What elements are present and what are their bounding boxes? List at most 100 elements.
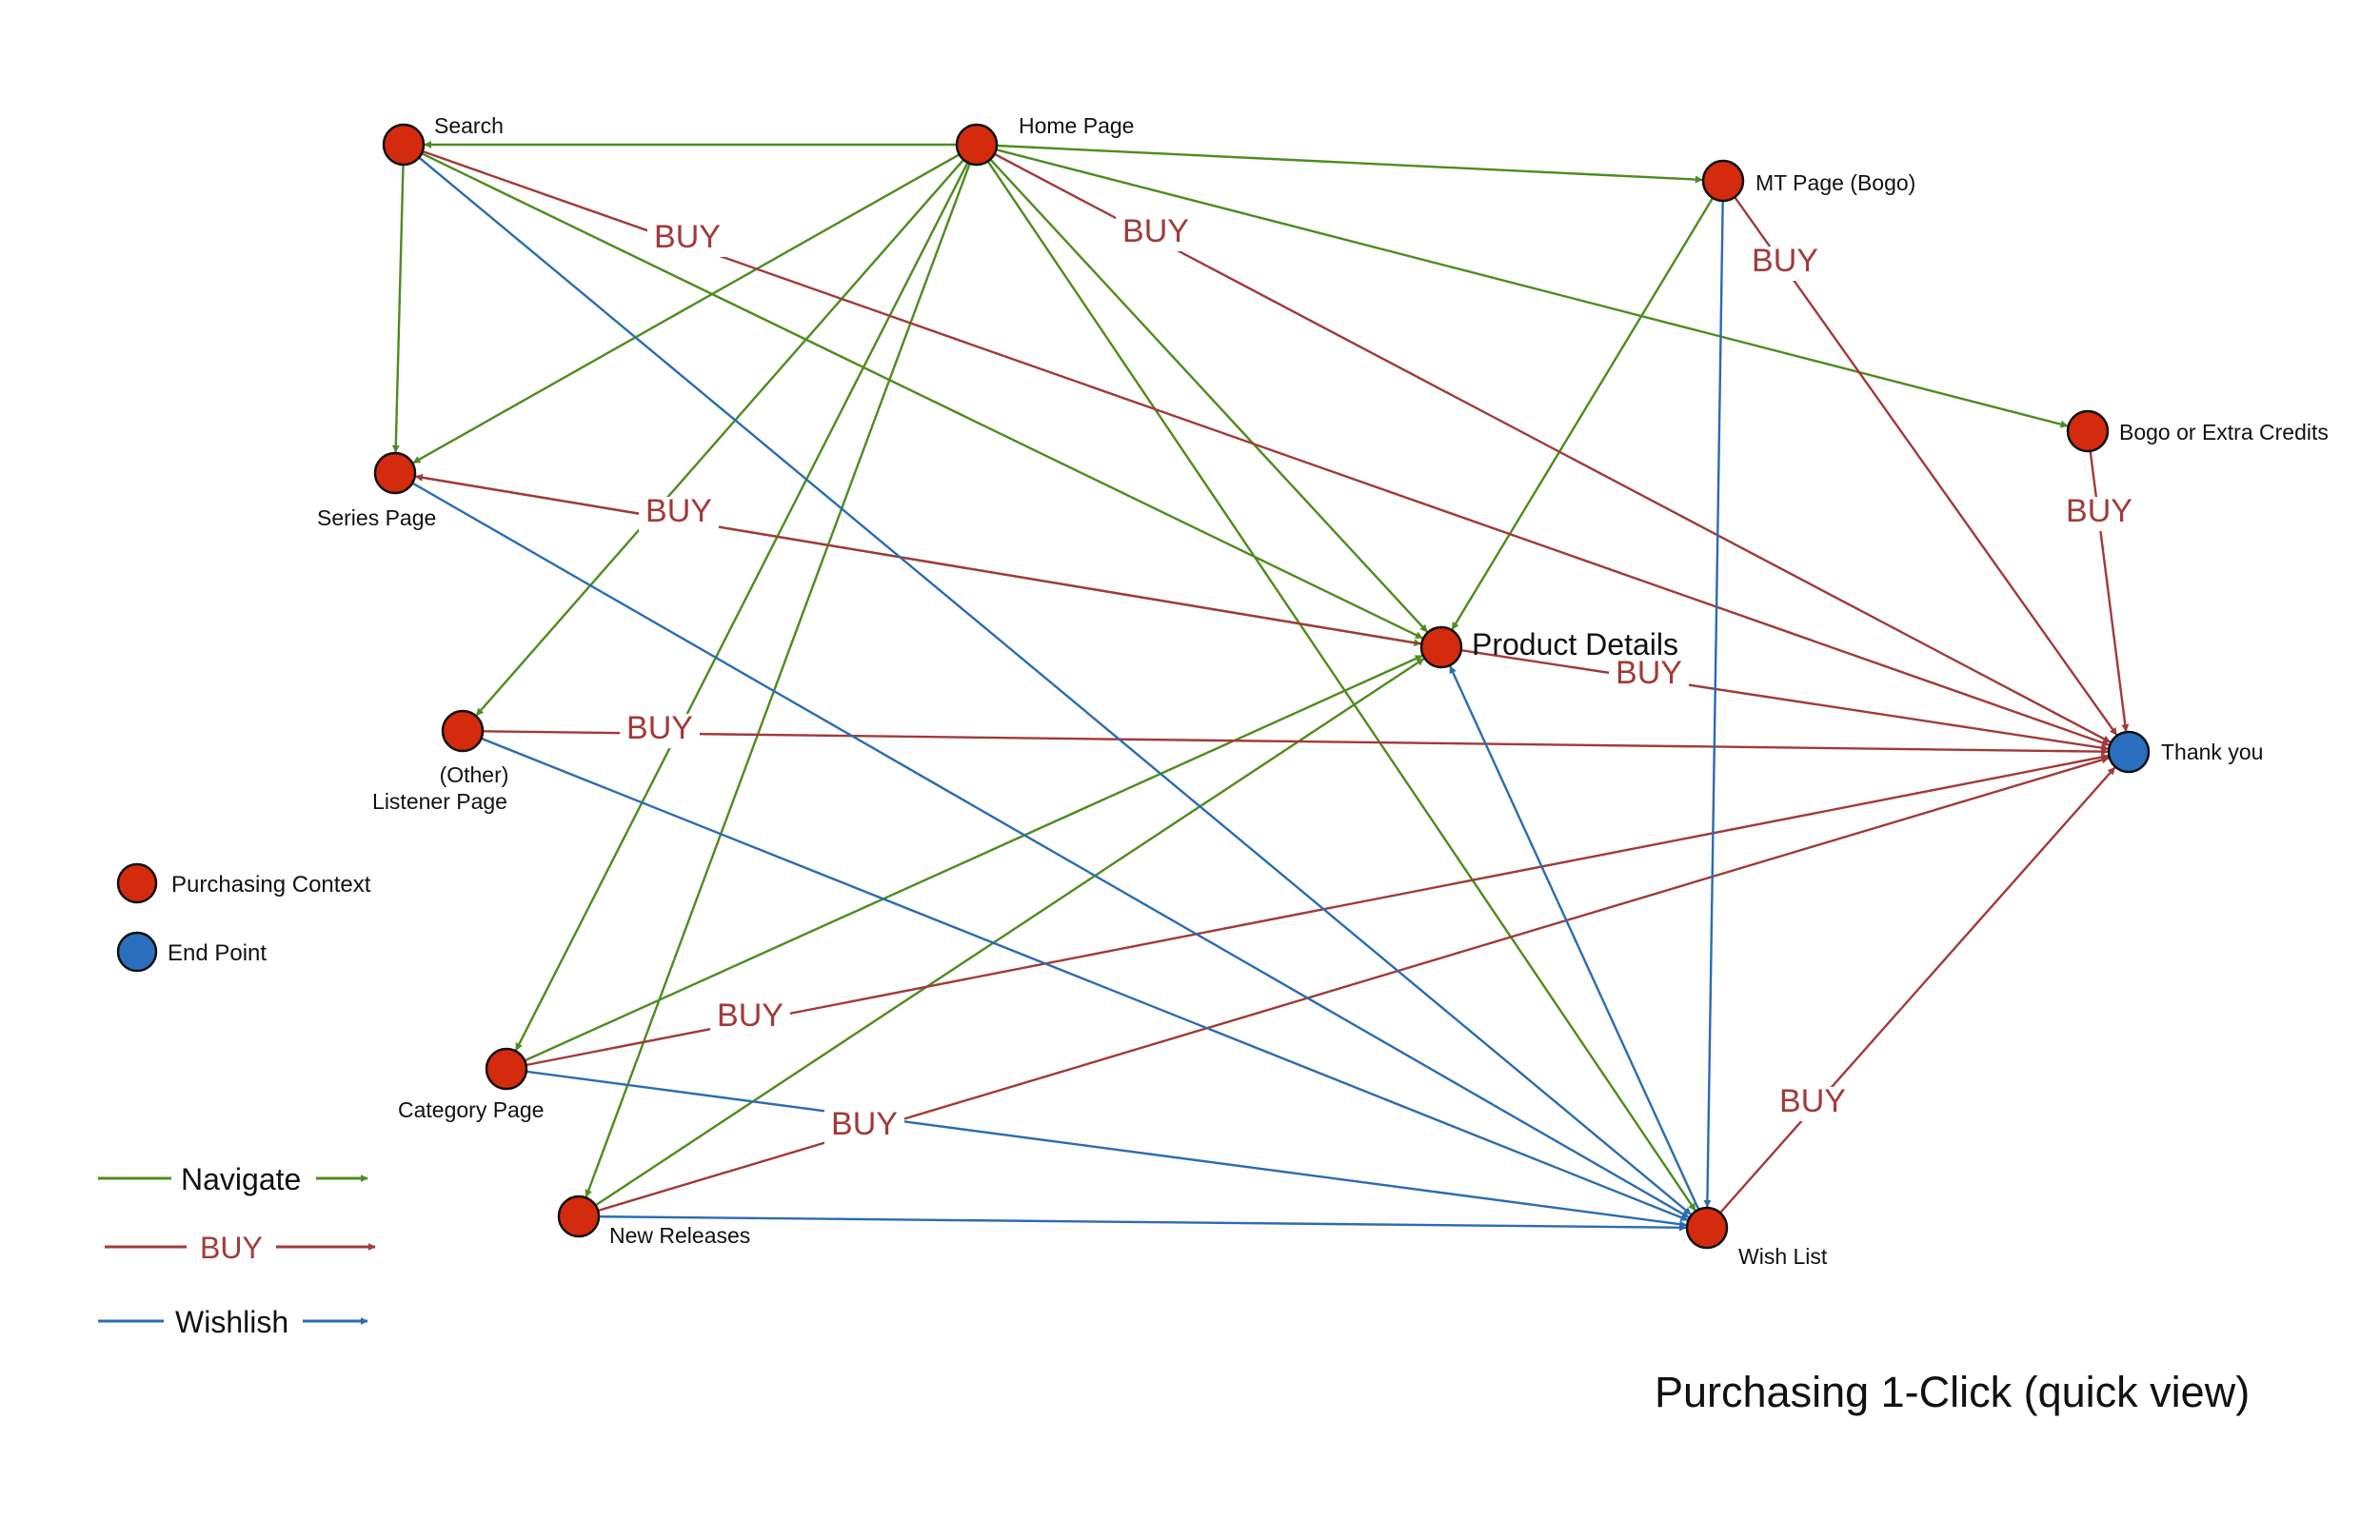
- buy-label-product-to-series: BUY: [639, 493, 719, 531]
- buy-labels-layer: BUY BUY BUY BUY BUY BUY BUY BUY BUY BUY: [620, 213, 2139, 1144]
- category-page-node-label: Category Page: [398, 1097, 544, 1122]
- product-details-node-label: Product Details: [1472, 627, 1678, 661]
- buy-label-home-to-thankyou: BUY: [1116, 213, 1196, 251]
- legend-navigate-label: Navigate: [181, 1162, 301, 1196]
- buy-label-background: [1609, 659, 1689, 693]
- legend-end-point-swatch: [116, 931, 158, 973]
- buy-label-background: [647, 223, 727, 257]
- product-details-node-circle: [1419, 625, 1463, 669]
- buy-label-bogo-to-thankyou: BUY: [2059, 493, 2139, 531]
- buy-label-text: BUY: [717, 997, 783, 1034]
- mt-page-node: MT Page (Bogo): [1701, 159, 1915, 203]
- navigate-edge-mt-to-product: [1451, 197, 1715, 630]
- navigate-edge-newrel-to-product: [594, 658, 1425, 1207]
- listener-page-node-label: (Other): [440, 762, 509, 787]
- nodes-layer: Search Home Page MT Page (Bogo) Bogo or Ext…: [317, 113, 2329, 1269]
- buy-label-background: [1116, 217, 1196, 251]
- buy-label-product-to-thankyou: BUY: [1609, 655, 1689, 693]
- listener-page-node-circle: [441, 709, 485, 753]
- search-node: Search: [382, 113, 504, 167]
- bogo-extra-credits-node: Bogo or Extra Credits: [2066, 409, 2329, 453]
- listener-page-node-label: Listener Page: [372, 789, 507, 814]
- navigate-edge-home-to-wish: [986, 160, 1696, 1212]
- buy-label-text: BUY: [831, 1106, 898, 1142]
- wishlist-edge-wish-to-product: [1449, 665, 1700, 1211]
- listener-page-node: (Other)Listener Page: [372, 709, 509, 814]
- buy-label-background: [1773, 1087, 1853, 1121]
- mt-page-node-label: MT Page (Bogo): [1755, 170, 1915, 195]
- wishlist-edge-category-to-wish: [526, 1070, 1687, 1229]
- navigate-edge-home-to-listener: [475, 159, 965, 717]
- home-page-node-label: Home Page: [1019, 113, 1134, 138]
- buy-label-search-to-thankyou: BUY: [647, 219, 727, 257]
- navigate-edge-search-to-product: [421, 152, 1423, 640]
- thank-you-node-circle: [2107, 730, 2151, 774]
- buy-label-mt-to-thankyou: BUY: [1745, 243, 1825, 281]
- navigate-edge-home-to-category: [514, 162, 969, 1052]
- buy-label-background: [620, 714, 700, 748]
- search-node-label: Search: [434, 113, 504, 138]
- buy-label-text: BUY: [2066, 493, 2132, 529]
- buy-label-text: BUY: [1122, 213, 1189, 249]
- legend-buy-label: BUY: [200, 1231, 263, 1265]
- thank-you-node: Thank you: [2107, 730, 2263, 774]
- buy-label-newrel-to-thankyou: BUY: [824, 1106, 904, 1144]
- series-page-node: Series Page: [317, 451, 436, 530]
- navigate-edge-home-to-bogo: [996, 148, 2069, 428]
- navigate-edge-home-to-mt: [996, 144, 1703, 184]
- buy-label-background: [639, 497, 719, 531]
- buy-label-text: BUY: [626, 710, 693, 746]
- product-details-node: Product Details: [1419, 625, 1678, 669]
- buy-label-listener-to-thankyou: BUY: [620, 710, 700, 748]
- buy-label-wish-to-thankyou: BUY: [1773, 1083, 1853, 1121]
- wishlist-edge-series-to-wish: [411, 482, 1690, 1219]
- buy-label-text: BUY: [1752, 243, 1818, 279]
- legend: Purchasing Context End Point Navigate BU…: [98, 862, 376, 1339]
- thank-you-node-label: Thank you: [2161, 740, 2263, 764]
- buy-label-background: [824, 1110, 904, 1144]
- wishlist-edge-newrel-to-wish: [598, 1215, 1687, 1232]
- wish-list-node: Wish List: [1685, 1206, 1828, 1269]
- buy-label-category-to-thankyou: BUY: [710, 997, 790, 1036]
- navigate-edge-home-to-newrel: [585, 163, 971, 1198]
- series-page-node-circle: [373, 451, 417, 495]
- buy-label-background: [2059, 497, 2139, 531]
- home-page-node-circle: [955, 123, 999, 167]
- series-page-node-label: Series Page: [317, 505, 436, 530]
- category-page-node-circle: [485, 1047, 528, 1091]
- navigate-edge-home-to-series: [412, 153, 961, 464]
- category-page-node: Category Page: [398, 1047, 544, 1122]
- wishlist-edge-listener-to-wish: [481, 737, 1689, 1221]
- buy-edge-wish-to-thankyou: [1719, 766, 2116, 1214]
- buy-label-text: BUY: [1616, 655, 1682, 691]
- search-node-circle: [382, 123, 426, 167]
- buy-label-text: BUY: [645, 493, 712, 529]
- bogo-extra-credits-node-label: Bogo or Extra Credits: [2119, 420, 2329, 444]
- buy-edge-listener-to-thankyou: [482, 730, 2109, 756]
- diagram-title: Purchasing 1-Click (quick view): [1655, 1368, 2250, 1416]
- buy-edge-product-to-thankyou: [1460, 649, 2110, 752]
- new-releases-node: New Releases: [557, 1194, 750, 1248]
- new-releases-node-label: New Releases: [609, 1223, 750, 1248]
- buy-label-background: [710, 1001, 790, 1036]
- legend-purchasing-context-label: Purchasing Context: [171, 872, 371, 898]
- legend-end-point-label: End Point: [168, 940, 267, 966]
- navigate-edge-category-to-product: [524, 654, 1423, 1062]
- new-releases-node-circle: [557, 1194, 601, 1238]
- wishlist-edge-search-to-wish: [418, 156, 1692, 1215]
- navigate-edge-home-to-product: [989, 158, 1428, 633]
- legend-purchasing-swatch: [116, 862, 158, 904]
- navigate-edge-search-to-series: [391, 164, 405, 453]
- bogo-extra-credits-node-circle: [2066, 409, 2110, 453]
- edges-layer: [391, 141, 2130, 1232]
- wish-list-node-label: Wish List: [1738, 1244, 1828, 1269]
- wish-list-node-circle: [1685, 1206, 1729, 1250]
- wishlist-edge-mt-to-wish: [1703, 200, 1724, 1208]
- mt-page-node-circle: [1701, 159, 1745, 203]
- home-page-node: Home Page: [955, 113, 1134, 167]
- buy-label-text: BUY: [1779, 1083, 1846, 1119]
- buy-label-text: BUY: [654, 219, 721, 255]
- legend-wishlist-label: Wishlish: [175, 1305, 288, 1339]
- buy-label-background: [1745, 247, 1825, 281]
